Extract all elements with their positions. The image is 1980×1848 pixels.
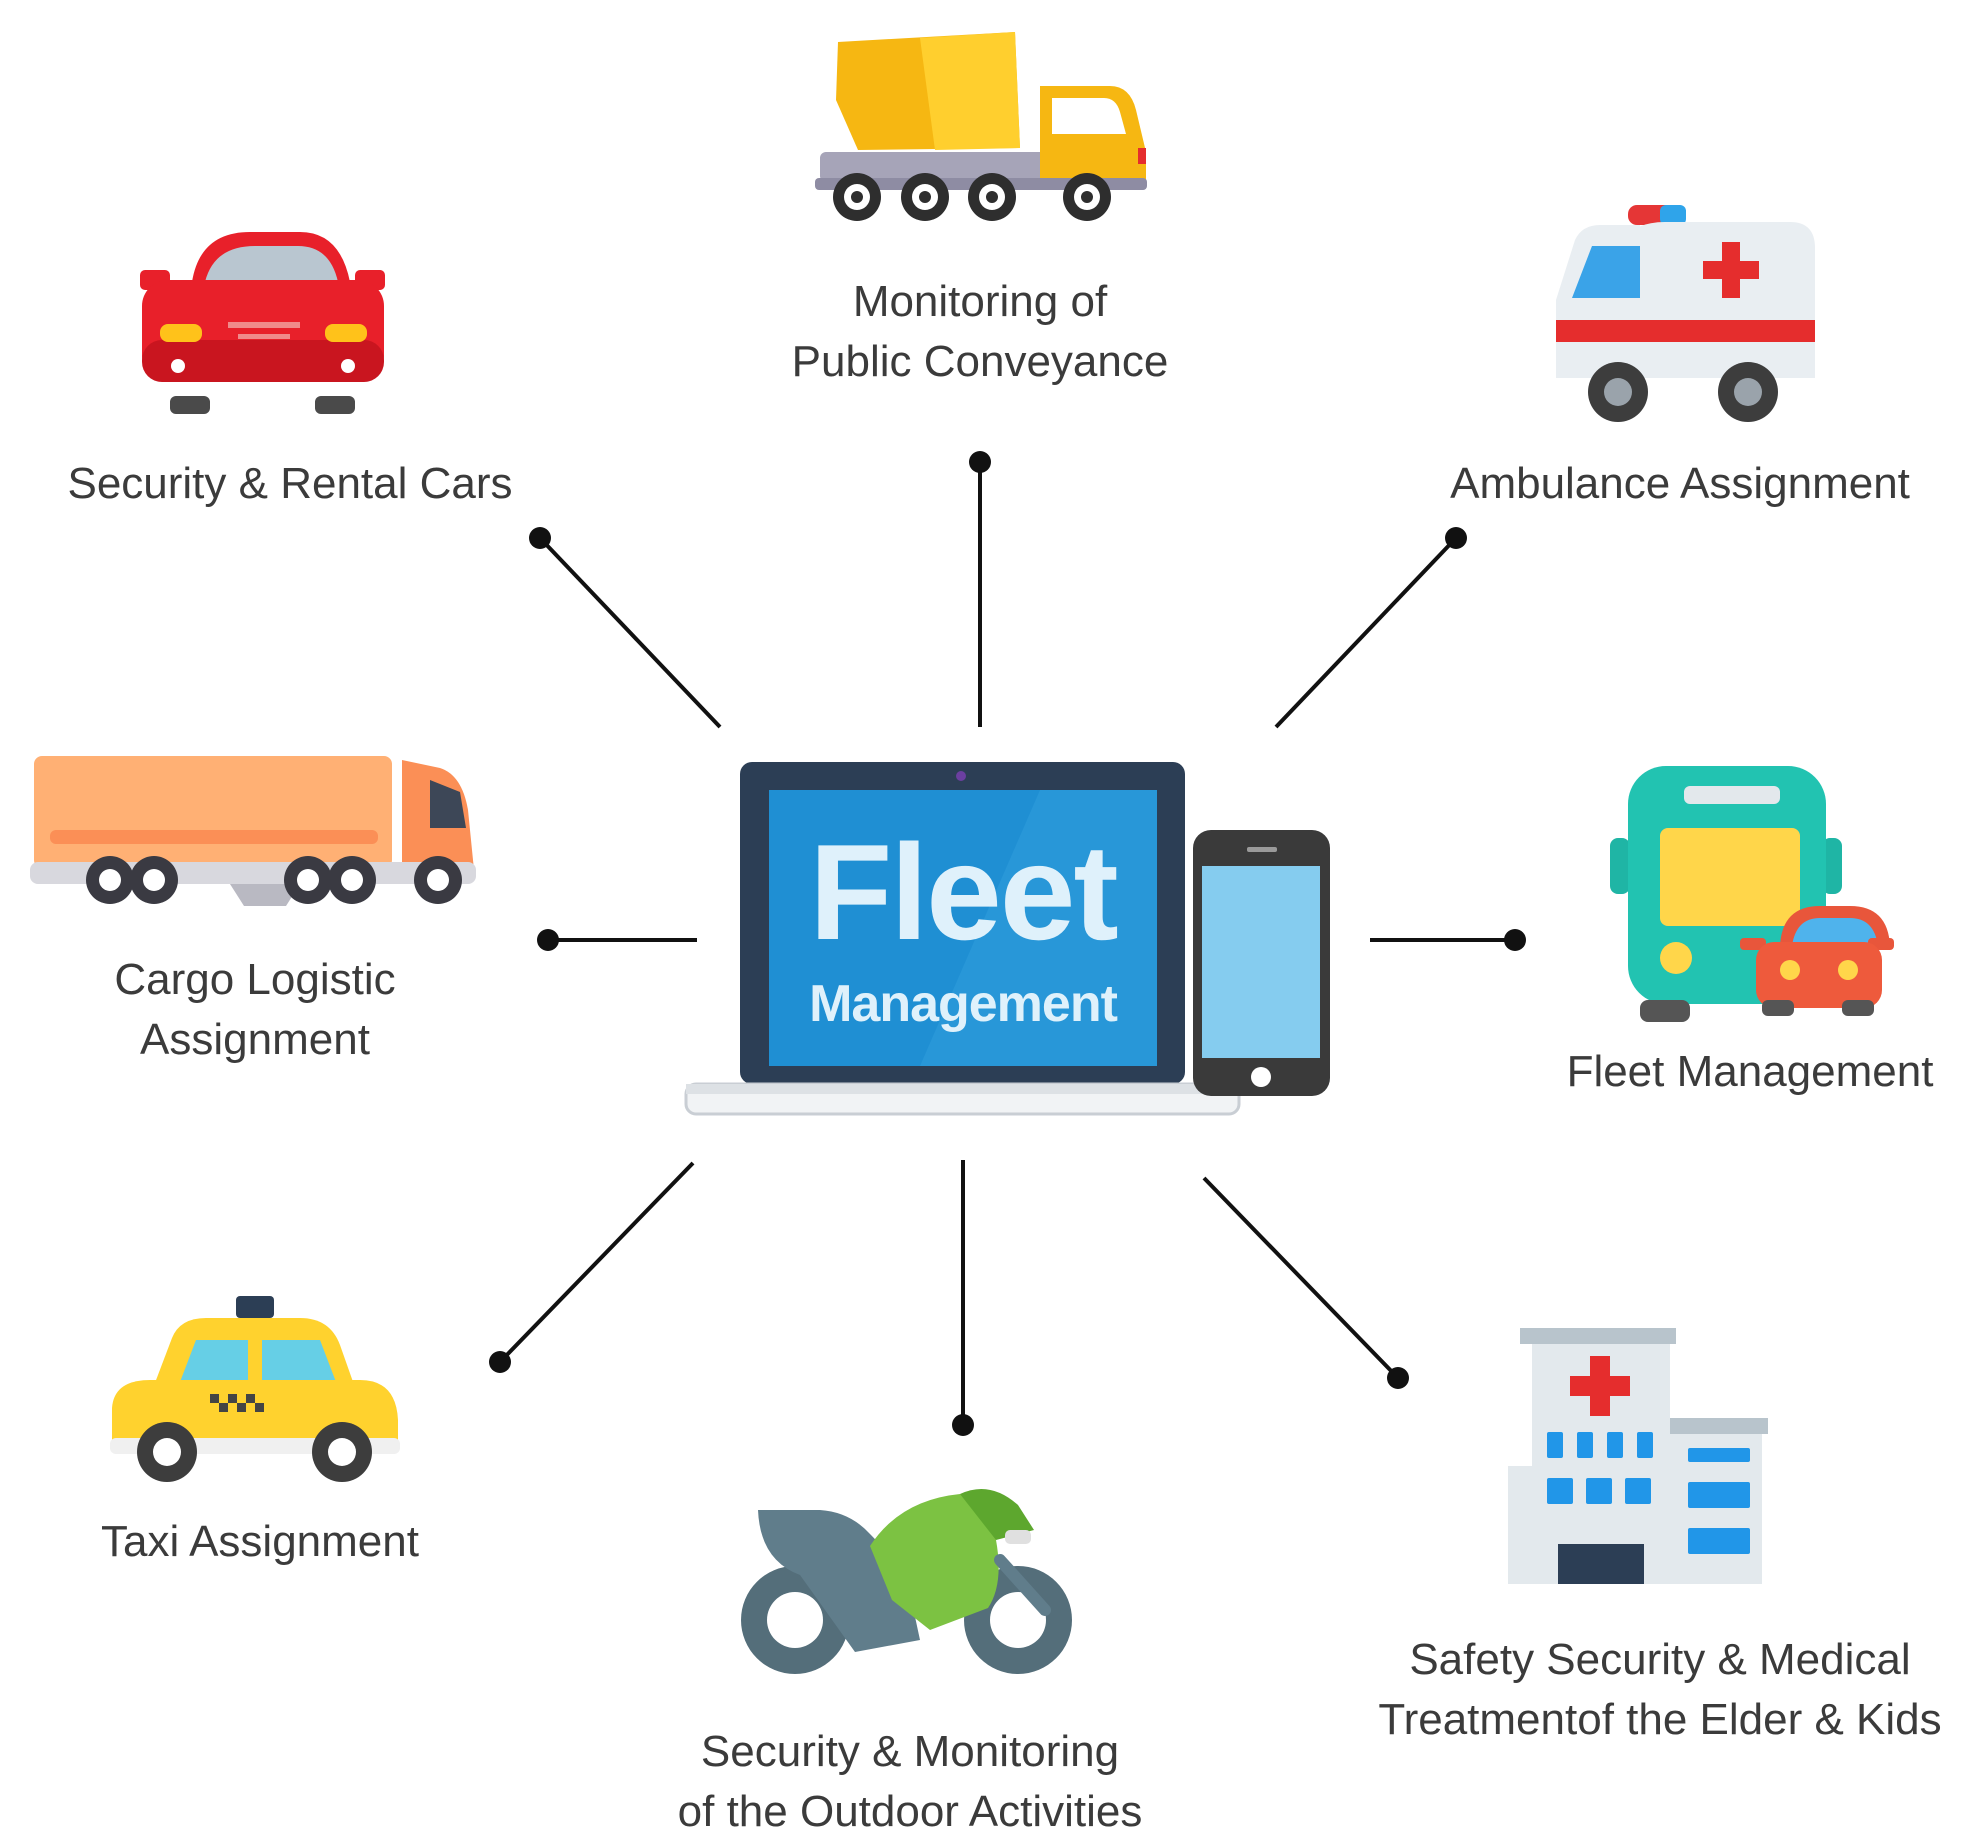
label-line: of the Outdoor Activities <box>677 1787 1143 1836</box>
label-line: Treatmentof the Elder & Kids <box>1378 1695 1942 1744</box>
connector-elder-kids-medical <box>1202 1176 1409 1389</box>
screen-subtitle: Management <box>809 975 1118 1033</box>
connector-security-rental-cars <box>529 527 722 729</box>
label-line: Taxi Assignment <box>101 1517 419 1566</box>
motorcycle-icon <box>741 1488 1072 1674</box>
label-public-conveyance: Monitoring of Public Conveyance <box>740 272 1220 392</box>
hospital-icon <box>1508 1328 1768 1584</box>
label-line: Cargo Logistic <box>114 955 396 1004</box>
bus-and-car-icon <box>1610 766 1894 1022</box>
label-security-rental-cars: Security & Rental Cars <box>20 454 560 514</box>
label-line: Ambulance Assignment <box>1450 459 1910 508</box>
taxi-icon <box>110 1296 400 1482</box>
red-car-icon <box>140 232 385 414</box>
connector-outdoor-activities <box>952 1160 974 1436</box>
smartphone-icon <box>1193 830 1330 1096</box>
cargo-truck-icon <box>30 756 476 906</box>
label-elder-kids-medical: Safety Security & Medical Treatmentof th… <box>1350 1630 1970 1750</box>
connector-cargo-logistic <box>537 929 697 951</box>
label-line: Fleet Management <box>1566 1047 1934 1096</box>
label-line: Security & Monitoring <box>700 1727 1120 1776</box>
label-outdoor-activities: Security & Monitoring of the Outdoor Act… <box>630 1722 1190 1842</box>
label-cargo-logistic: Cargo Logistic Assignment <box>60 950 450 1070</box>
connector-ambulance-assignment <box>1274 527 1467 729</box>
label-ambulance-assignment: Ambulance Assignment <box>1400 454 1960 514</box>
label-line: Safety Security & Medical <box>1409 1635 1911 1684</box>
label-fleet-management: Fleet Management <box>1530 1042 1970 1102</box>
label-line: Security & Rental Cars <box>67 459 513 508</box>
label-taxi-assignment: Taxi Assignment <box>60 1512 460 1572</box>
label-line: Monitoring of <box>852 277 1108 326</box>
cement-mixer-truck-icon <box>815 32 1147 221</box>
screen-title: Fleet <box>809 816 1118 968</box>
connector-taxi-assignment <box>489 1161 695 1373</box>
label-line: Assignment <box>140 1015 370 1064</box>
laptop-icon <box>684 762 1241 1116</box>
label-line: Public Conveyance <box>791 337 1169 386</box>
connector-public-conveyance <box>969 451 991 727</box>
ambulance-icon <box>1556 205 1815 422</box>
connector-fleet-management <box>1370 929 1526 951</box>
